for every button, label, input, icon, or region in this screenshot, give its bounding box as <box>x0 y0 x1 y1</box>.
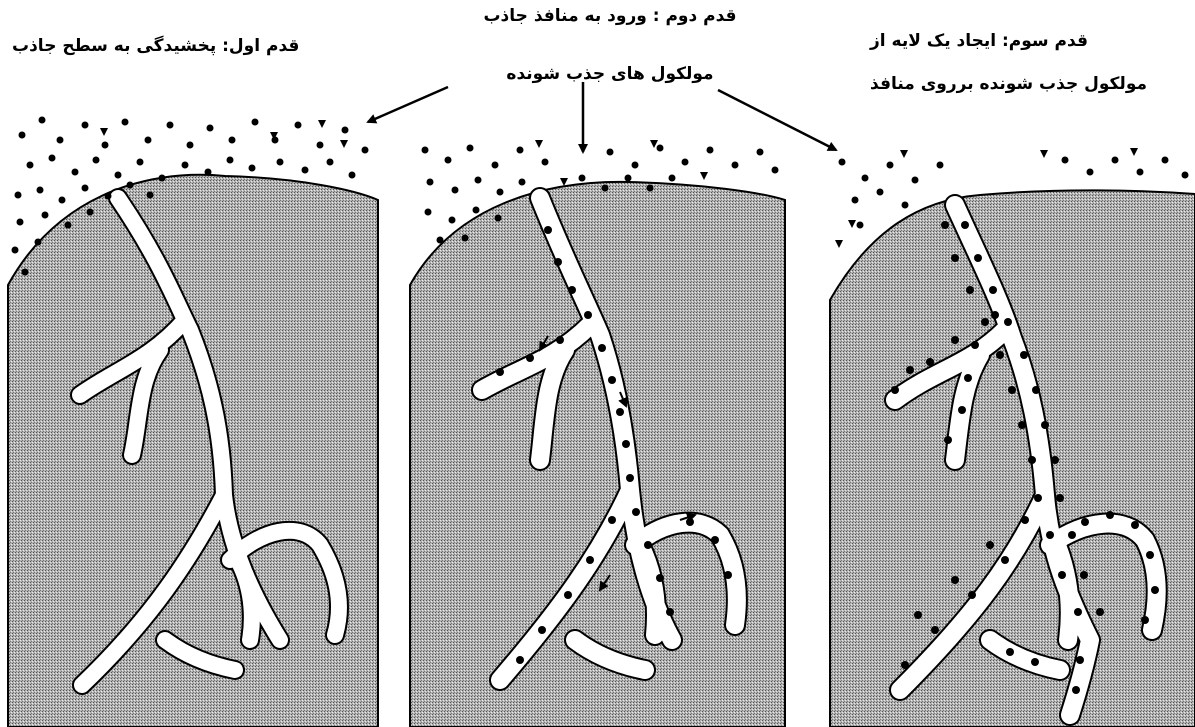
arrow-icon <box>368 87 448 122</box>
step2-label-line2: مولکول های جذب شونده <box>470 66 750 83</box>
caption-arrows <box>368 82 836 152</box>
panel-step-3 <box>830 148 1195 727</box>
arrow-icon <box>718 90 836 150</box>
step1-label: قدم اول: پخشیدگی به سطح جاذب <box>12 38 318 55</box>
step3-label-line1: قدم سوم: ایجاد یک لایه از <box>870 33 1120 50</box>
adsorbent-particle <box>8 175 378 727</box>
step3-label-line2: مولکول جذب شونده برروی منافذ <box>870 76 1188 93</box>
step2-label-line1: قدم دوم : ورود به منافذ جاذب <box>470 8 750 25</box>
panel-step-2 <box>410 140 785 727</box>
panel-step-1 <box>8 117 378 727</box>
